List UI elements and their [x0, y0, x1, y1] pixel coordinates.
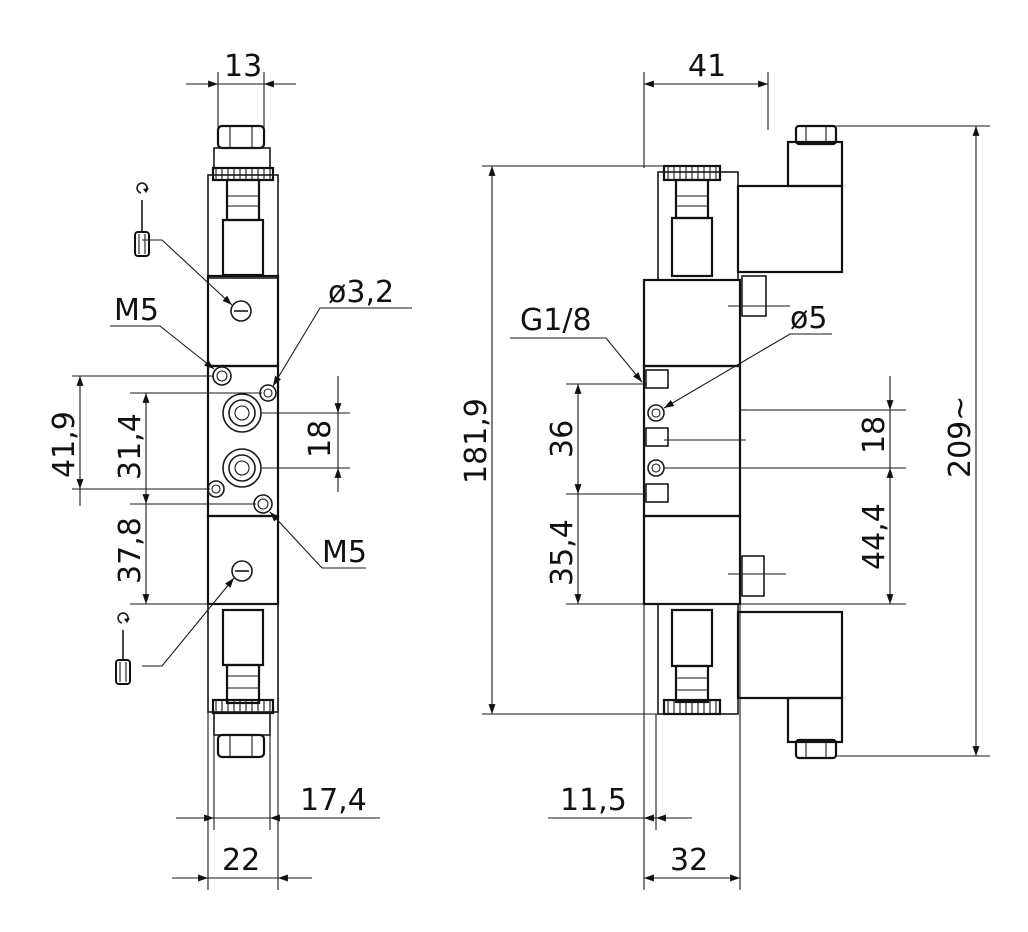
dim-36: 36	[545, 420, 580, 458]
left-valve-body	[206, 364, 280, 518]
dim-44-4: 44,4	[857, 503, 892, 570]
right-bottom-stem	[657, 603, 739, 716]
dim-181-9: 181,9	[459, 398, 494, 484]
right-valve-body	[642, 278, 786, 606]
top-stem	[207, 174, 279, 279]
label-hole-diameter: ø3,2	[328, 275, 394, 310]
label-thread-g18: G1/8	[520, 303, 592, 338]
dim-37-8: 37,8	[113, 517, 148, 584]
dim-41: 41	[688, 49, 726, 84]
label-port-diameter: ø5	[790, 301, 827, 336]
bottom-coil-connector	[736, 610, 844, 760]
label-m5-lower: M5	[322, 535, 367, 570]
upper-pilot-block	[206, 274, 280, 368]
screwdriver-icon	[115, 612, 131, 685]
left-leaders	[110, 239, 412, 667]
dim-17-4: 17,4	[300, 783, 367, 818]
left-dimension-lines	[76, 80, 380, 882]
left-extension-lines	[72, 72, 350, 890]
right-top-stem	[657, 164, 739, 281]
screwdriver-icon	[134, 182, 150, 257]
label-m5-upper: M5	[114, 293, 159, 328]
dim-41-9: 41,9	[47, 411, 82, 478]
dim-35-4: 35,4	[545, 519, 580, 586]
dim-31-4: 31,4	[113, 413, 148, 480]
right-leaders	[510, 333, 832, 409]
dim-32: 32	[670, 843, 708, 878]
lower-pilot-block	[206, 514, 280, 606]
dim-13: 13	[224, 49, 262, 84]
right-extension-lines	[482, 72, 990, 890]
dim-11-5: 11,5	[560, 783, 627, 818]
lower-stem	[207, 603, 279, 713]
top-knurled-ring	[211, 166, 275, 182]
right-dimension-lines	[488, 80, 980, 882]
dim-22: 22	[222, 843, 260, 878]
left-valve-view: 13 M5 ø3,2 41,9 31,4 37,8 18 M5 17,4 22	[47, 49, 412, 890]
top-coil-connector	[728, 124, 844, 317]
top-hex-nut	[213, 124, 271, 169]
bottom-knurled-ring	[211, 698, 275, 759]
dim-18-right: 18	[857, 416, 892, 454]
dim-209: 209~	[943, 396, 978, 478]
right-valve-view: 41 181,9 209~ G1/8 ø5 36 35,4 18 44,4 11…	[459, 49, 990, 890]
dim-18-left: 18	[303, 420, 338, 458]
